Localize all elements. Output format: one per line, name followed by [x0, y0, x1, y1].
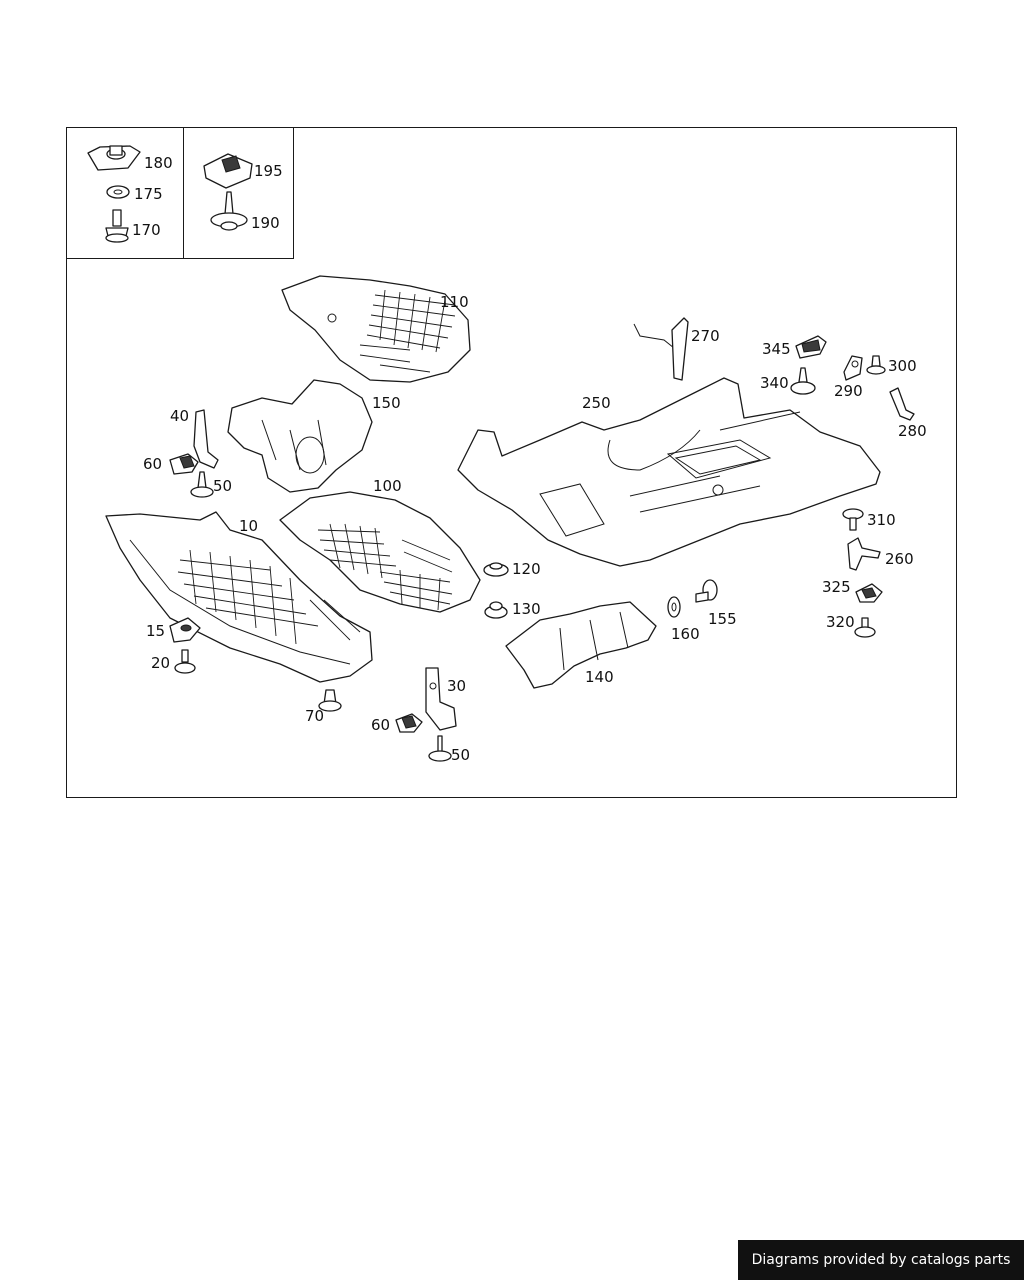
- part-170-bolt[interactable]: [105, 209, 129, 243]
- part-100-underbody-panel[interactable]: [279, 491, 481, 613]
- label-60-upper: 60: [143, 455, 163, 473]
- label-100: 100: [373, 477, 402, 495]
- label-140: 140: [585, 668, 614, 686]
- part-290-bracket[interactable]: [843, 355, 863, 381]
- label-250: 250: [582, 394, 611, 412]
- diagram-frame: [66, 127, 957, 798]
- label-300: 300: [888, 357, 917, 375]
- part-30-bracket[interactable]: [425, 667, 457, 731]
- inset-box-fasteners-b: [183, 127, 294, 259]
- part-325-clip[interactable]: [855, 583, 883, 603]
- part-110-underbody-panel[interactable]: [281, 275, 471, 383]
- label-10: 10: [239, 517, 259, 535]
- part-180-clip-nut[interactable]: [87, 145, 141, 171]
- part-120-grommet[interactable]: [483, 562, 509, 577]
- part-140-heat-shield[interactable]: [505, 601, 657, 689]
- label-195: 195: [254, 162, 283, 180]
- label-345: 345: [762, 340, 791, 358]
- label-20: 20: [151, 654, 171, 672]
- part-320-screw[interactable]: [854, 617, 876, 638]
- part-195-clip[interactable]: [203, 153, 253, 189]
- part-300-screw[interactable]: [866, 355, 886, 375]
- label-50-lower: 50: [451, 746, 471, 764]
- label-30: 30: [447, 677, 467, 695]
- label-280: 280: [898, 422, 927, 440]
- label-260: 260: [885, 550, 914, 568]
- part-345-clip[interactable]: [795, 335, 827, 359]
- part-70-grommet[interactable]: [318, 689, 342, 712]
- label-290: 290: [834, 382, 863, 400]
- label-160: 160: [671, 625, 700, 643]
- footer-banner: Diagrams provided by catalogs parts: [738, 1240, 1024, 1280]
- label-180: 180: [144, 154, 173, 172]
- label-325: 325: [822, 578, 851, 596]
- part-50-screw-upper[interactable]: [190, 471, 214, 498]
- label-50-upper: 50: [213, 477, 233, 495]
- label-170: 170: [132, 221, 161, 239]
- label-60-lower: 60: [371, 716, 391, 734]
- part-10-front-underbody-panel[interactable]: [105, 511, 373, 683]
- label-155: 155: [708, 610, 737, 628]
- part-15-clip-nut[interactable]: [169, 617, 201, 643]
- label-175: 175: [134, 185, 163, 203]
- part-40-bracket[interactable]: [193, 409, 219, 469]
- label-130: 130: [512, 600, 541, 618]
- part-340-screw[interactable]: [790, 367, 816, 395]
- part-250-main-underbody-panel[interactable]: [457, 377, 881, 567]
- label-15: 15: [146, 622, 166, 640]
- label-40: 40: [170, 407, 190, 425]
- label-70: 70: [305, 707, 325, 725]
- part-50-screw-lower[interactable]: [428, 735, 452, 762]
- label-120: 120: [512, 560, 541, 578]
- part-160-washer[interactable]: [667, 596, 681, 618]
- part-310-screw[interactable]: [842, 508, 864, 531]
- label-310: 310: [867, 511, 896, 529]
- part-150-heat-shield[interactable]: [227, 379, 373, 493]
- label-110: 110: [440, 293, 469, 311]
- part-60-clip-lower[interactable]: [395, 713, 423, 733]
- part-280-bracket[interactable]: [889, 387, 915, 421]
- part-20-screw[interactable]: [174, 649, 196, 674]
- part-155-bolt[interactable]: [695, 579, 718, 603]
- part-175-washer[interactable]: [106, 185, 130, 199]
- part-60-clip-upper[interactable]: [169, 453, 199, 475]
- label-150: 150: [372, 394, 401, 412]
- label-190: 190: [251, 214, 280, 232]
- label-270: 270: [691, 327, 720, 345]
- label-340: 340: [760, 374, 789, 392]
- part-260-bracket[interactable]: [847, 537, 881, 571]
- part-130-grommet[interactable]: [484, 601, 508, 619]
- part-190-screw[interactable]: [210, 191, 248, 231]
- part-270-bracket[interactable]: [633, 317, 689, 381]
- label-320: 320: [826, 613, 855, 631]
